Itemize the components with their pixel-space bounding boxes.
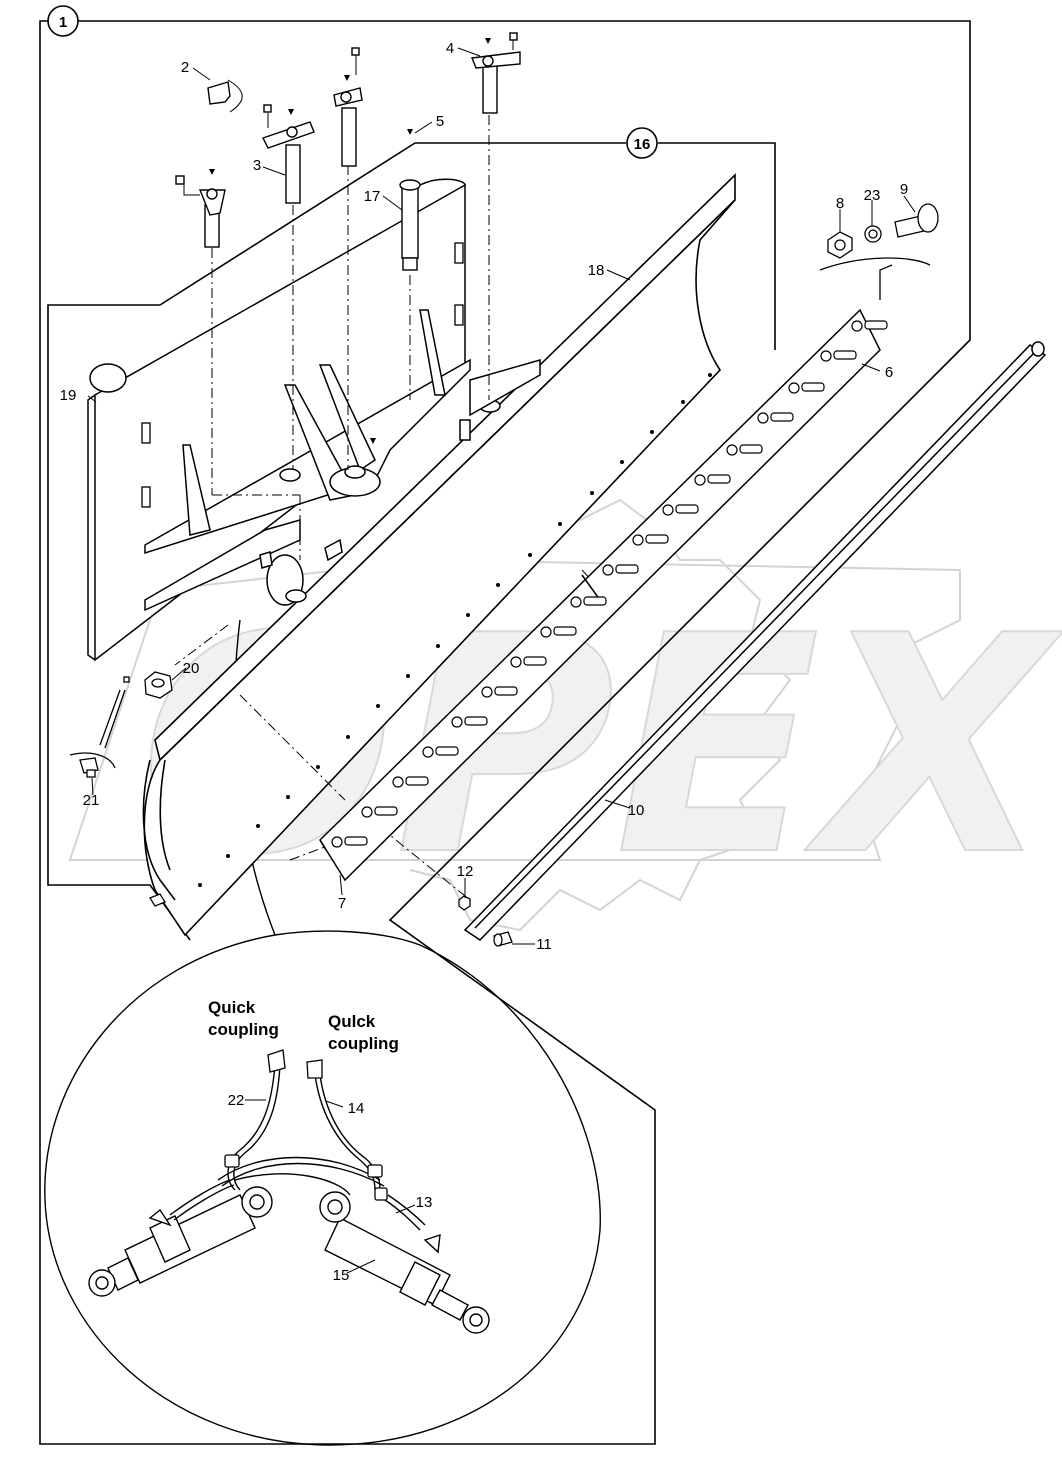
pin-leaders [183, 40, 514, 196]
bolt-nut-washer [819, 203, 939, 300]
skid-runner [463, 341, 1047, 941]
callout-2: 2 [181, 59, 189, 76]
grease-nipples [209, 38, 491, 444]
pivot-plate [144, 309, 541, 612]
callout-21: 21 [83, 792, 100, 809]
svg-text:1: 1 [59, 14, 67, 31]
frame-slots [141, 242, 464, 508]
callout-8: 8 [836, 195, 844, 212]
detail-text: Quick coupling Qulck coupling [208, 998, 399, 1053]
blade-holes [198, 373, 712, 887]
hydraulic-hoses [169, 1064, 426, 1231]
cutting-edge-bolts [331, 320, 888, 848]
watermark-gear [409, 488, 792, 932]
group-16-marker: 16 [626, 127, 658, 159]
callout-3: 3 [253, 157, 261, 174]
quick-coupling-label-2-line2: coupling [328, 1034, 399, 1053]
moldboard-blade [142, 173, 736, 937]
svg-text:16: 16 [634, 136, 651, 153]
callout-17: 17 [364, 188, 381, 205]
callout-4: 4 [446, 40, 454, 57]
assembly-lines [174, 115, 611, 901]
callout-15: 15 [333, 1267, 350, 1284]
pin-assemblies [175, 32, 521, 271]
callout-10: 10 [628, 802, 645, 819]
callout-18: 18 [588, 262, 605, 279]
callout-7: 7 [338, 895, 346, 912]
callout-12: 12 [457, 863, 474, 880]
callout-23: 23 [864, 187, 881, 204]
callout-6: 6 [885, 364, 893, 381]
group-16-boundary [47, 142, 776, 941]
callout-11: 11 [536, 936, 552, 953]
hydraulic-cylinders [88, 1186, 490, 1334]
fasteners [69, 671, 513, 947]
callout-14: 14 [348, 1100, 365, 1117]
callout-13: 13 [416, 1194, 433, 1211]
quick-coupling-label-1-line2: coupling [208, 1020, 279, 1039]
quick-couplings [224, 1049, 388, 1201]
callout-9: 9 [900, 181, 908, 198]
quick-coupling-label-2-line1: Qulck [328, 1012, 376, 1031]
callout-labels: 2 3 4 5 17 18 19 8 23 9 6 10 7 12 11 20 … [60, 40, 909, 1284]
leader-lines [87, 47, 916, 1274]
quick-coupling-label-1-line1: Quick [208, 998, 256, 1017]
group-1-marker: 1 [47, 5, 79, 37]
callout-5: 5 [436, 113, 444, 130]
group-1-boundary [39, 20, 971, 1445]
callout-19: 19 [60, 387, 77, 404]
cutting-edge [319, 308, 881, 882]
callout-22: 22 [228, 1092, 245, 1109]
callout-20: 20 [183, 660, 200, 677]
